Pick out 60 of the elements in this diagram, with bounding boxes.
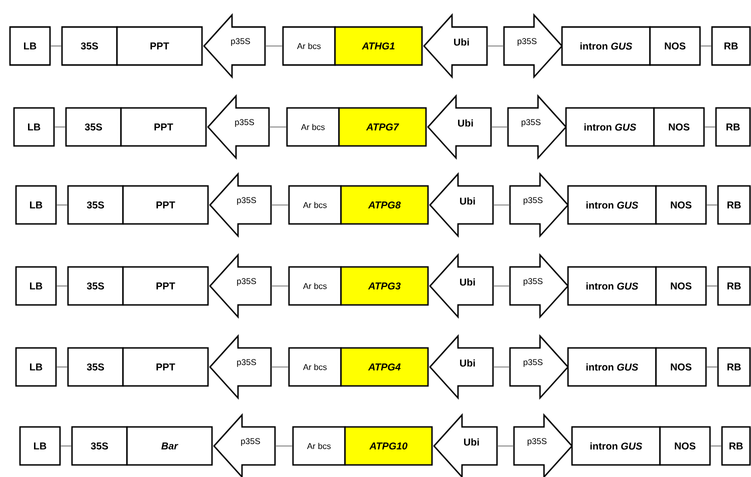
element-box: LB: [13, 107, 55, 147]
connector-line: [492, 366, 510, 368]
connector-line: [490, 126, 508, 128]
connector-line: [704, 126, 716, 128]
gene-box: ATPG4: [340, 347, 429, 387]
element-box: NOS: [655, 266, 707, 306]
element-box: Ar bcs: [288, 266, 342, 306]
gene-box: ATPG10: [344, 426, 433, 466]
element-box: RB: [717, 347, 751, 387]
element-box: NOS: [655, 347, 707, 387]
connector-line: [54, 126, 66, 128]
connector-line: [270, 366, 289, 368]
element-box: 35S: [65, 107, 122, 147]
element-box: LB: [9, 26, 51, 66]
connector-line: [706, 366, 718, 368]
element-box: RB: [721, 426, 751, 466]
element-box: RB: [715, 107, 751, 147]
element-box: RB: [717, 266, 751, 306]
element-box: RB: [717, 185, 751, 225]
element-box: intron GUS: [571, 426, 661, 466]
element-box: PPT: [116, 26, 203, 66]
element-box: Ar bcs: [292, 426, 346, 466]
element-box: Ar bcs: [288, 347, 342, 387]
element-box: intron GUS: [565, 107, 655, 147]
connector-line: [492, 204, 510, 206]
element-box: NOS: [655, 185, 707, 225]
element-box: 35S: [61, 26, 118, 66]
element-box: intron GUS: [561, 26, 651, 66]
element-box: NOS: [649, 26, 701, 66]
element-box: 35S: [67, 185, 124, 225]
element-box: 35S: [71, 426, 128, 466]
element-box: PPT: [122, 266, 209, 306]
element-box: RB: [711, 26, 751, 66]
element-box: PPT: [120, 107, 207, 147]
element-box: NOS: [659, 426, 711, 466]
element-box: intron GUS: [567, 185, 657, 225]
connector-line: [56, 204, 68, 206]
element-box: Ar bcs: [286, 107, 340, 147]
element-box: 35S: [67, 266, 124, 306]
element-box: LB: [15, 266, 57, 306]
element-box: Bar: [126, 426, 213, 466]
connector-line: [706, 204, 718, 206]
element-box: PPT: [122, 347, 209, 387]
gene-box: ATPG8: [340, 185, 429, 225]
element-box: Ar bcs: [282, 26, 336, 66]
connector-line: [56, 366, 68, 368]
connector-line: [270, 204, 289, 206]
element-box: Ar bcs: [288, 185, 342, 225]
gene-box: ATPG3: [340, 266, 429, 306]
element-box: PPT: [122, 185, 209, 225]
gene-box: ATHG1: [334, 26, 423, 66]
connector-line: [268, 126, 287, 128]
element-box: LB: [19, 426, 61, 466]
element-box: NOS: [653, 107, 705, 147]
element-box: intron GUS: [567, 266, 657, 306]
gene-box: ATPG7: [338, 107, 427, 147]
element-box: 35S: [67, 347, 124, 387]
element-box: LB: [15, 347, 57, 387]
element-box: intron GUS: [567, 347, 657, 387]
element-box: LB: [15, 185, 57, 225]
